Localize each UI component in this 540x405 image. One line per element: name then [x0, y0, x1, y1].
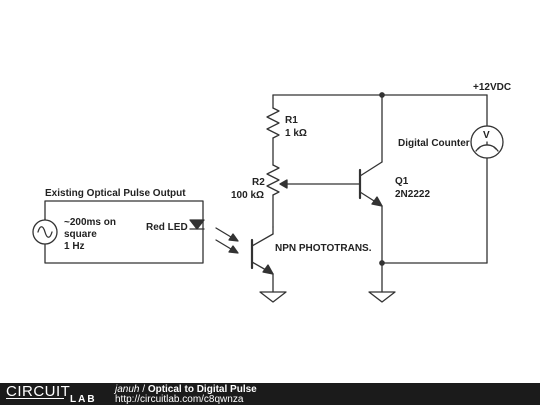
phototransistor: [215, 226, 274, 293]
box-title: Existing Optical Pulse Output: [45, 188, 186, 199]
potentiometer-r2: [266, 164, 361, 228]
red-led: [189, 219, 205, 230]
footer-bar: CIRCUIT LAB januh / Optical to Digital P…: [0, 383, 540, 405]
ac-source: [32, 218, 58, 245]
circuit-url[interactable]: http://circuitlab.com/c8qwnza: [115, 394, 244, 405]
q1-part: 2N2222: [395, 189, 430, 200]
r2-value: 100 kΩ: [231, 190, 264, 201]
meter-symbol: V: [483, 130, 490, 141]
circuit-title: Optical to Digital Pulse: [147, 384, 257, 395]
resistor-r1: [266, 94, 280, 166]
r1-value: 1 kΩ: [285, 128, 307, 139]
supply-label: +12VDC: [473, 82, 511, 93]
junction-dot: [379, 92, 385, 98]
junction-dot-2: [379, 260, 385, 266]
circuitlab-logo: CIRCUIT: [6, 383, 71, 400]
source-line-3: 1 Hz: [64, 241, 85, 252]
logo-divider: [6, 398, 64, 399]
circuitlab-logo-lab: LAB: [70, 394, 97, 405]
source-line-2: square: [64, 229, 97, 240]
r1-name: R1: [285, 115, 298, 126]
footer-title-line: januh / Optical to Digital Pulse: [115, 384, 257, 395]
author-link[interactable]: januh: [115, 384, 140, 395]
circuit-schematic: +12VDC R1 1 kΩ R2 100 kΩ Q1 2N2222 Digit…: [32, 82, 511, 303]
meter-label: Digital Counter: [398, 138, 470, 149]
phototrans-label: NPN PHOTOTRANS.: [275, 243, 372, 254]
ground-q1: [368, 291, 396, 303]
q1-name: Q1: [395, 176, 409, 187]
led-label: Red LED: [146, 222, 188, 233]
ground-phototrans: [259, 291, 287, 303]
transistor-q1: [358, 94, 383, 293]
footer-separator: /: [139, 384, 148, 395]
r2-name: R2: [252, 177, 265, 188]
source-line-1: ~200ms on: [64, 217, 116, 228]
